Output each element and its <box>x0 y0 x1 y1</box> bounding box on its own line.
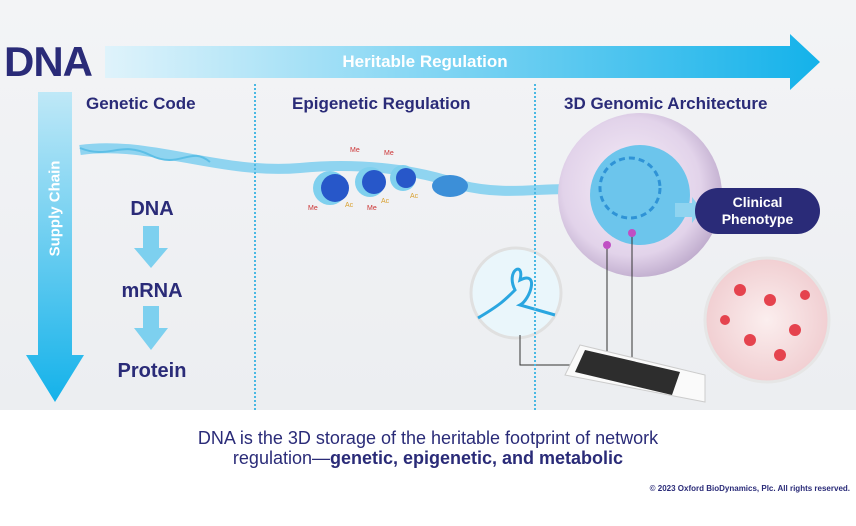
caption-line2: regulation—genetic, epigenetic, and meta… <box>0 448 856 469</box>
column-heading-3d-genomic: 3D Genomic Architecture <box>564 94 768 113</box>
supply-chain-label: Supply Chain <box>46 160 64 257</box>
divider <box>254 84 256 410</box>
nucleosomes <box>313 165 468 205</box>
methyl-mark: Me <box>350 147 360 154</box>
divider <box>534 84 536 410</box>
column-heading-epigenetic: Epigenetic Regulation <box>292 94 471 113</box>
clinical-line2: Phenotype <box>721 211 794 227</box>
acetyl-mark: Ac <box>410 193 419 200</box>
dogma-dna: DNA <box>130 198 174 220</box>
caption-plain: regulation— <box>232 448 330 468</box>
methyl-mark: Me <box>384 150 394 157</box>
caption-bold: genetic, epigenetic, and metabolic <box>329 448 624 468</box>
dogma-arrows <box>134 226 168 350</box>
diagram-graphics <box>26 34 831 403</box>
caption-line1: DNA is the 3D storage of the heritable f… <box>197 428 659 448</box>
acetyl-mark: Ac <box>345 202 354 209</box>
dogma-protein: Protein <box>117 360 187 382</box>
dogma-mrna: mRNA <box>121 280 183 302</box>
heritable-regulation-label: Heritable Regulation <box>342 52 508 71</box>
supply-chain-arrow <box>26 92 84 402</box>
copyright: © 2023 Oxford BioDynamics, Plc. All righ… <box>649 484 850 493</box>
dna-strand <box>79 143 602 200</box>
chromatin-loop <box>469 246 563 340</box>
column-heading-genetic-code: Genetic Code <box>86 94 196 113</box>
clinical-phenotype-badge: Clinical Phenotype <box>695 188 820 234</box>
methyl-mark: Me <box>308 205 318 212</box>
methyl-mark: Me <box>367 205 377 212</box>
heritable-arrow <box>105 34 820 90</box>
clinical-line1: Clinical <box>732 194 783 210</box>
dna-title: DNA <box>4 38 93 85</box>
acetyl-mark: Ac <box>381 198 390 205</box>
